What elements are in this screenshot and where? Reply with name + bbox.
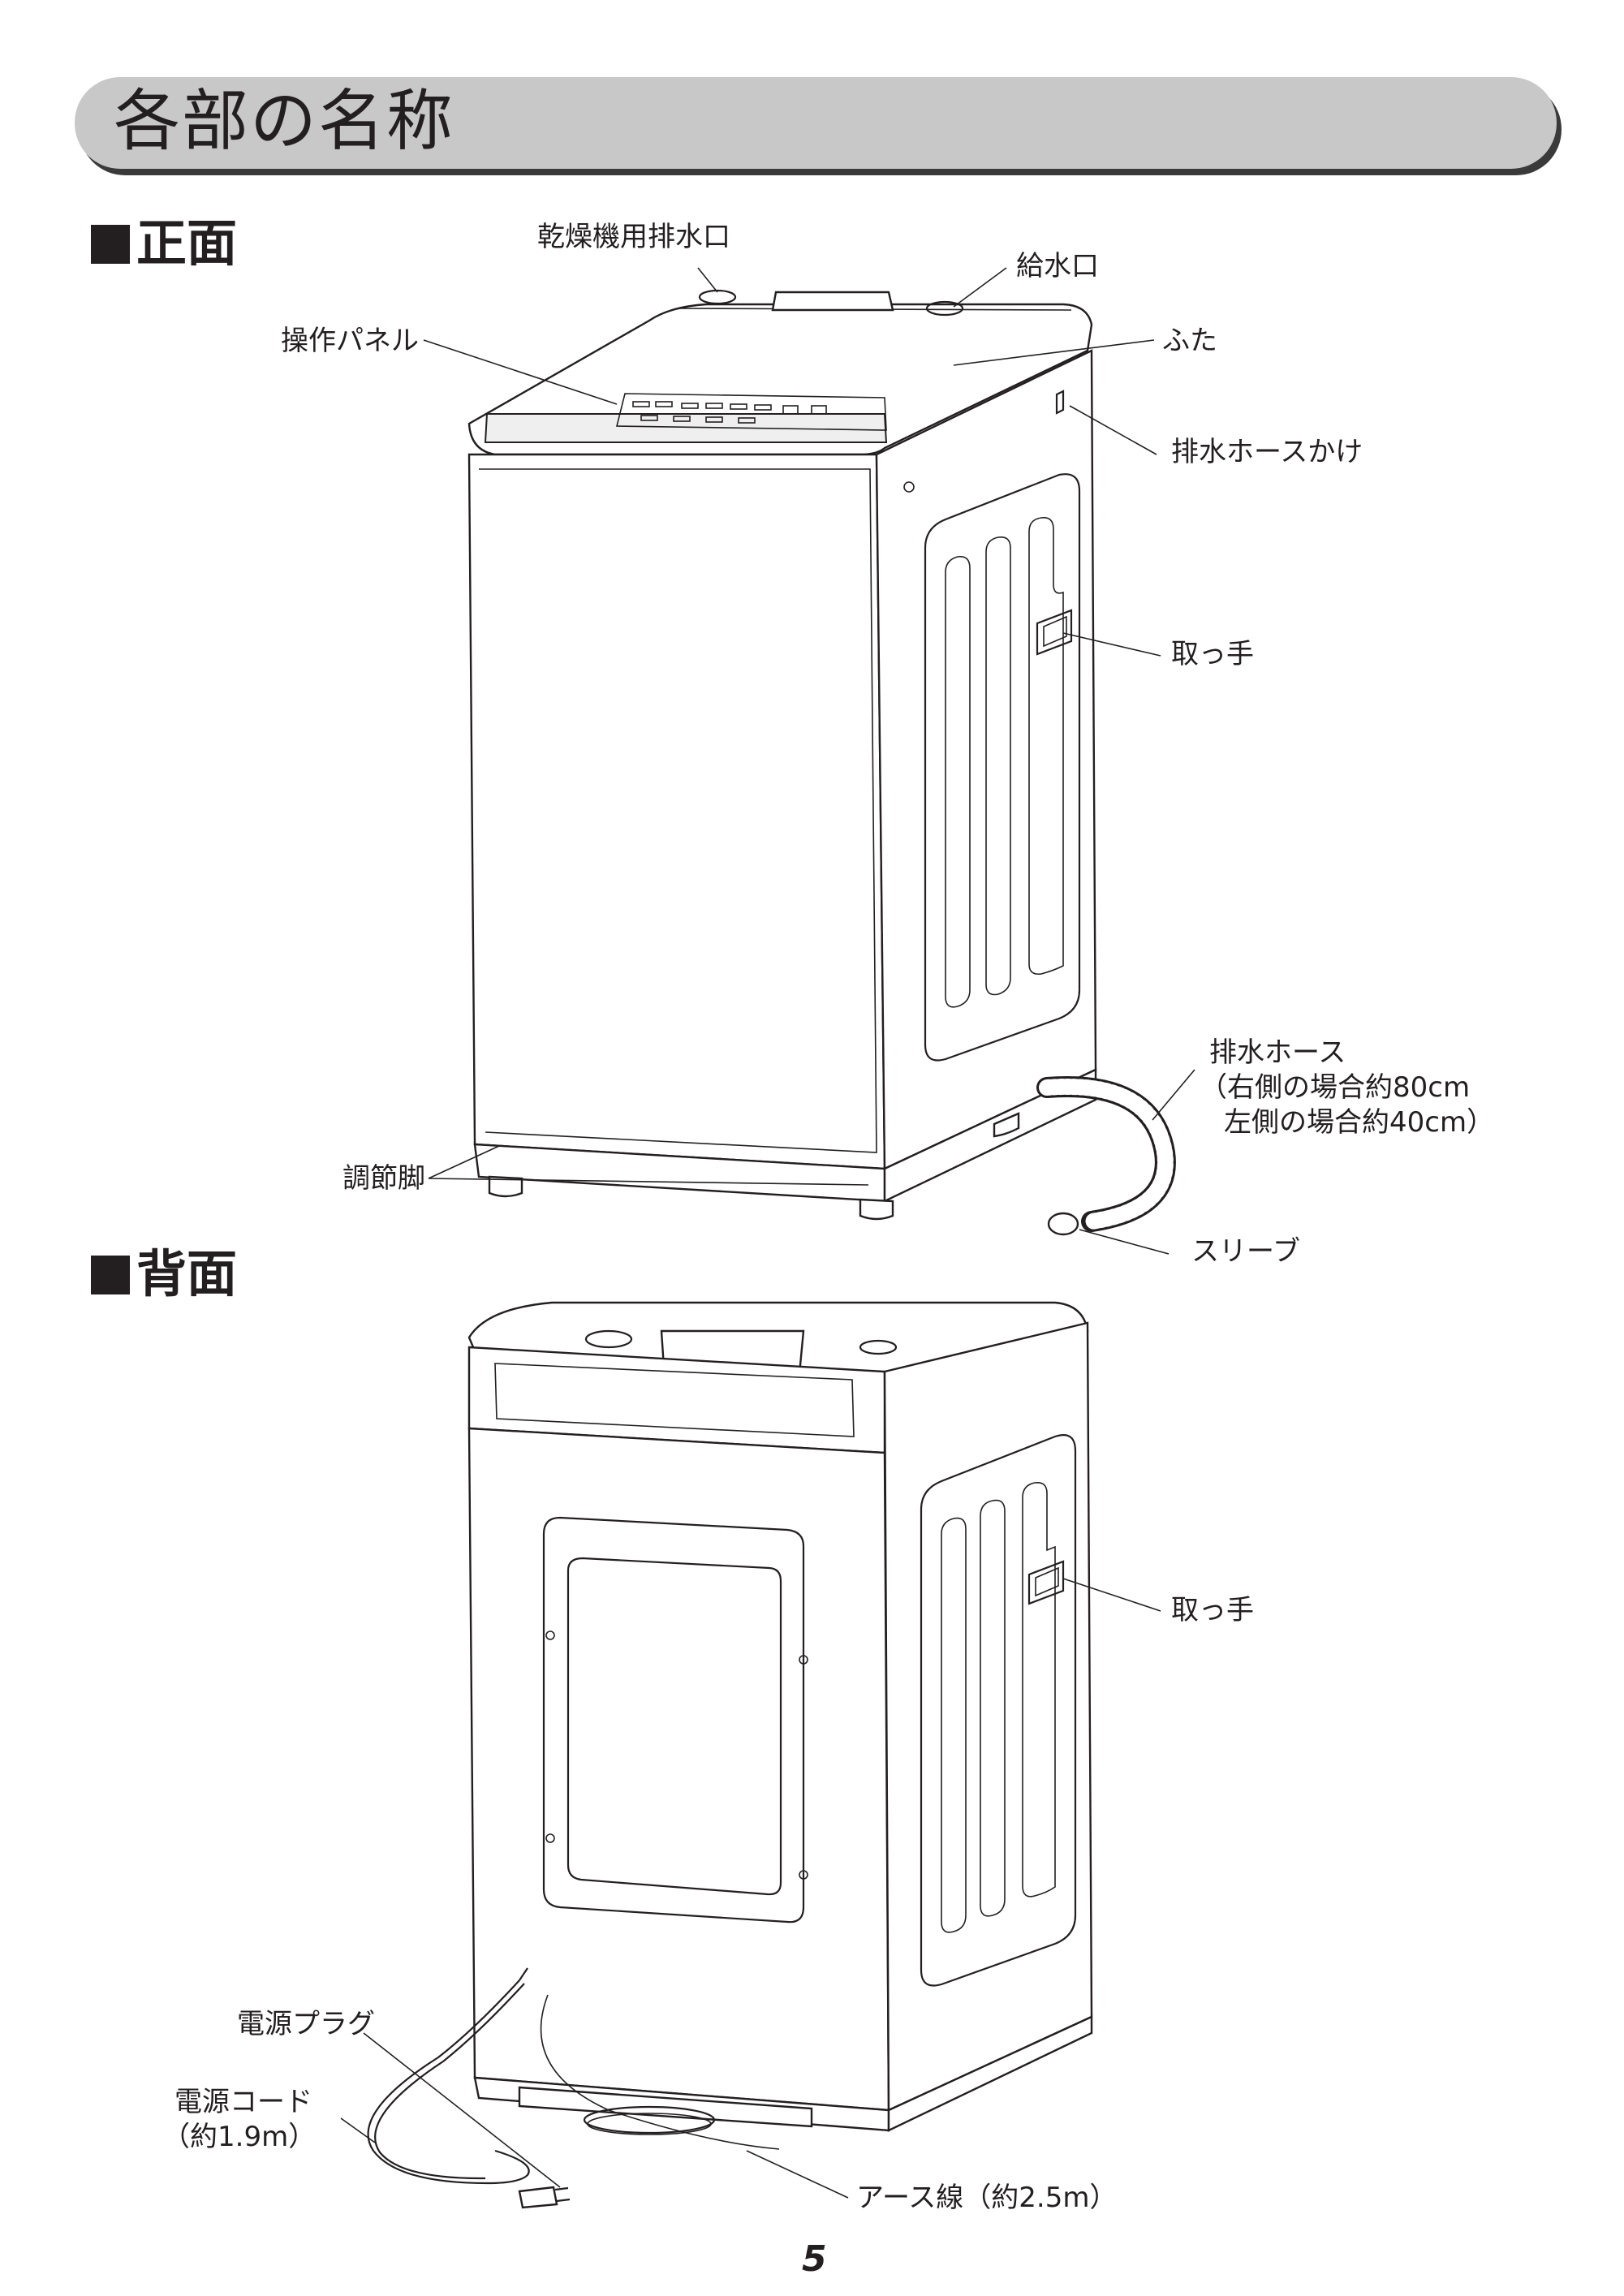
label-drain-hose-note-left: 左側の場合約40cm） <box>1224 1106 1495 1139</box>
label-handle-back: 取っ手 <box>1171 1594 1254 1626</box>
back-view-machine <box>367 1301 1093 2209</box>
page-title: 各部の名称 <box>114 83 455 160</box>
label-adjust-feet: 調節脚 <box>342 1162 425 1195</box>
leader-lines <box>340 267 1195 2199</box>
label-water-inlet: 給水口 <box>1016 250 1099 282</box>
label-ground-wire: アース線（約2.5m） <box>856 2182 1118 2214</box>
label-handle-front: 取っ手 <box>1171 638 1254 670</box>
label-power-cord: 電源コード <box>174 2086 312 2118</box>
back-section-heading: 背面 <box>91 1246 237 1303</box>
label-drain-hose: 排水ホース <box>1209 1036 1346 1069</box>
front-section-heading: 正面 <box>91 215 237 272</box>
label-lid: ふた <box>1162 325 1217 357</box>
label-power-plug: 電源プラグ <box>237 2008 375 2040</box>
title-bar <box>75 77 1557 169</box>
label-drain-hose-note-right: （右側の場合約80cm <box>1200 1071 1471 1104</box>
label-sleeve: スリーブ <box>1191 1235 1300 1268</box>
label-control-panel: 操作パネル <box>281 325 419 357</box>
square-bullet-icon <box>91 225 130 264</box>
page-number: 5 <box>802 2238 827 2280</box>
label-dryer-drain: 乾燥機用排水口 <box>537 221 730 253</box>
label-hose-hook: 排水ホースかけ <box>1171 436 1363 468</box>
square-bullet-icon <box>91 1256 130 1294</box>
label-power-cord-note: （約1.9m） <box>162 2121 317 2153</box>
front-view-machine <box>467 289 1176 1236</box>
